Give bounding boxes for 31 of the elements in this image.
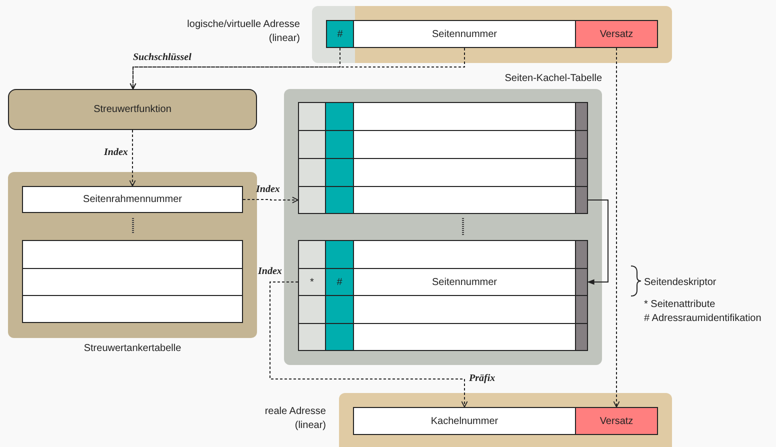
address-label: logische/virtuelle Adresse (linear) [186,18,300,46]
legend-note: * Seitenattribute [644,299,716,310]
connector-arrow [587,200,608,285]
edge-label: Index [256,184,280,195]
attribute-cell: * [298,268,326,296]
table-heading: Streuwertankertabelle [82,342,182,356]
table-entry [22,268,243,296]
edge-label: Suchschlüssel [133,52,192,63]
connector-arrow [130,48,465,90]
frame-number-entry: Seitenrahmennummer [22,186,243,213]
index-note: Index [258,266,282,277]
edge-label: Präfix [469,373,496,384]
address-label: reale Adresse (linear) [264,405,326,433]
connector-arrow [270,282,468,408]
id-cell: # [325,268,354,296]
connector-arrow [242,196,298,204]
id-cell: # [326,20,354,48]
connector-arrow [613,48,620,408]
brace-label: Seitendeskriptor [644,277,716,288]
page-number-segment: Seitennummer [353,20,576,48]
connector-arrow [129,130,136,186]
process-box: Streuwertfunktion [8,89,257,130]
offset-segment: Versatz [575,407,658,435]
edge-label: Index [104,147,128,158]
offset-segment: Versatz [575,20,658,48]
descriptor-cell: Seitennummer [353,268,576,296]
table-entry [22,295,243,323]
frame-number-segment: Kachelnummer [353,407,576,435]
legend-note: # Adressraumidentifikation [644,313,762,324]
table-entry [22,240,243,269]
table-heading: Seiten-Kachel-Tabelle [504,72,602,86]
